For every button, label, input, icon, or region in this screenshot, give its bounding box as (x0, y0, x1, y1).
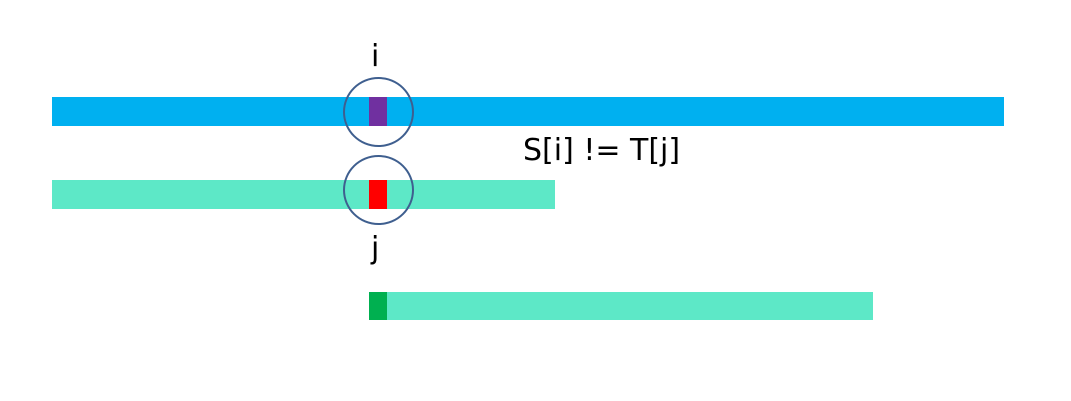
index-j-label: j (371, 231, 380, 266)
string-t-bar (52, 180, 555, 209)
highlight-circle-s-i (343, 77, 414, 147)
highlight-circle-t-j (343, 155, 414, 225)
string-s-bar (52, 97, 1004, 126)
char-t-start-marker (369, 292, 387, 320)
string-t-shifted-bar (369, 292, 873, 320)
mismatch-condition-label: S[i] != T[j] (523, 133, 681, 168)
index-i-label: i (371, 39, 380, 74)
